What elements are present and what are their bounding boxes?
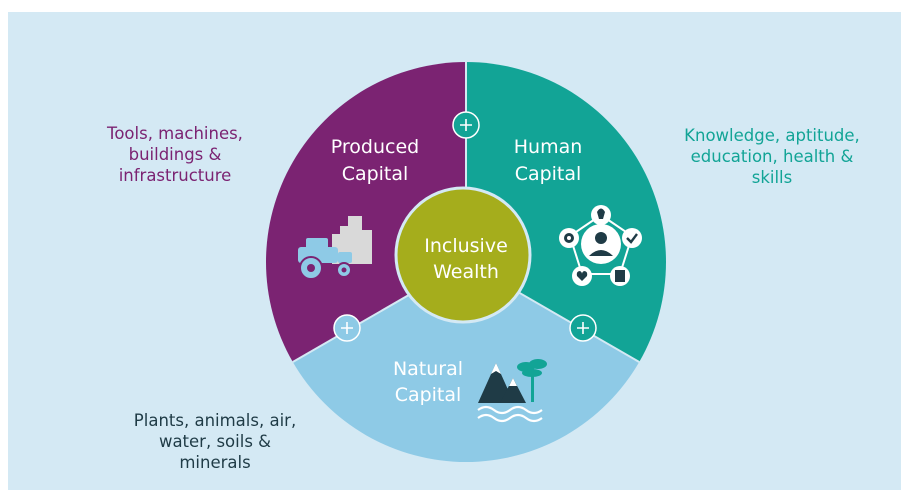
natural-capital-description: Plants, animals, air, water, soils & min…: [133, 411, 297, 472]
human-capital-label-line1: Human: [514, 136, 583, 158]
natural-capital-segment: [292, 262, 640, 462]
natural-capital-label-line1: Natural: [393, 358, 463, 380]
person-skills-icon: [559, 205, 642, 286]
human-capital-label-line2: Capital: [515, 163, 582, 185]
produced-capital-label-line2: Capital: [342, 163, 409, 185]
human-capital-description: Knowledge, aptitude, education, health &…: [684, 126, 860, 187]
connector-plus-right: [569, 314, 597, 342]
produced-capital-label-line1: Produced: [331, 136, 419, 158]
tractor-factory-icon: [298, 216, 372, 280]
natural-capital-label-line2: Capital: [395, 384, 462, 406]
connector-plus-top: [452, 111, 480, 139]
produced-capital-description: Tools, machines, buildings & infrastruct…: [107, 124, 243, 185]
center-label-line2: Wealth: [433, 261, 499, 283]
center-label-line1: Inclusive: [424, 235, 508, 257]
mountains-tree-water-icon: [477, 359, 547, 423]
inclusive-wealth-circle: [394, 186, 532, 324]
connector-plus-left: [333, 314, 361, 342]
